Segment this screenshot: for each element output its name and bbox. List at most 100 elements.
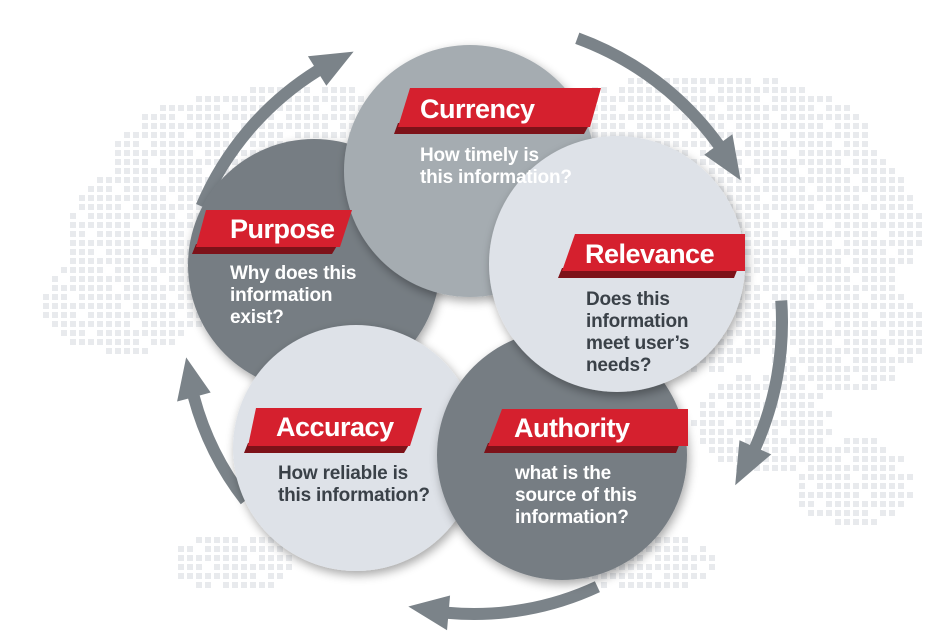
map-dot — [700, 573, 706, 579]
map-dot — [691, 87, 697, 93]
map-dot — [844, 339, 850, 345]
map-dot — [133, 276, 139, 282]
map-dot — [799, 420, 805, 426]
map-dot — [160, 213, 166, 219]
map-dot — [250, 564, 256, 570]
map-dot — [214, 105, 220, 111]
map-dot — [745, 213, 751, 219]
map-dot — [745, 96, 751, 102]
map-dot — [781, 150, 787, 156]
map-dot — [655, 582, 661, 588]
map-dot — [133, 312, 139, 318]
map-dot — [754, 312, 760, 318]
map-dot — [835, 267, 841, 273]
map-dot — [142, 276, 148, 282]
map-dot — [628, 78, 634, 84]
map-dot — [673, 141, 679, 147]
map-dot — [151, 312, 157, 318]
map-dot — [205, 105, 211, 111]
map-dot — [187, 564, 193, 570]
map-dot — [808, 357, 814, 363]
map-dot — [889, 240, 895, 246]
map-dot — [709, 105, 715, 111]
map-dot — [97, 258, 103, 264]
map-dot — [862, 330, 868, 336]
map-dot — [808, 132, 814, 138]
map-dot — [844, 285, 850, 291]
map-dot — [115, 150, 121, 156]
map-dot — [772, 240, 778, 246]
map-dot — [124, 267, 130, 273]
map-dot — [799, 177, 805, 183]
map-dot — [880, 492, 886, 498]
map-dot — [763, 384, 769, 390]
map-dot — [664, 123, 670, 129]
map-dot — [799, 438, 805, 444]
map-dot — [808, 240, 814, 246]
map-dot — [916, 330, 922, 336]
map-dot — [673, 564, 679, 570]
map-dot — [853, 240, 859, 246]
map-dot — [79, 240, 85, 246]
map-dot — [700, 132, 706, 138]
map-dot — [250, 141, 256, 147]
map-dot — [637, 573, 643, 579]
map-dot — [232, 114, 238, 120]
map-dot — [808, 258, 814, 264]
map-dot — [709, 447, 715, 453]
map-dot — [142, 258, 148, 264]
map-dot — [736, 195, 742, 201]
map-dot — [124, 132, 130, 138]
map-dot — [736, 186, 742, 192]
map-dot — [151, 240, 157, 246]
map-dot — [277, 132, 283, 138]
map-dot — [160, 294, 166, 300]
map-dot — [124, 294, 130, 300]
map-dot — [340, 123, 346, 129]
map-dot — [187, 195, 193, 201]
map-dot — [736, 132, 742, 138]
map-dot — [835, 321, 841, 327]
map-dot — [115, 294, 121, 300]
map-dot — [97, 186, 103, 192]
map-dot — [871, 447, 877, 453]
map-dot — [736, 78, 742, 84]
map-dot — [178, 285, 184, 291]
map-dot — [790, 384, 796, 390]
map-dot — [160, 258, 166, 264]
map-dot — [223, 537, 229, 543]
map-dot — [754, 285, 760, 291]
map-dot — [709, 555, 715, 561]
map-dot — [853, 483, 859, 489]
map-dot — [826, 258, 832, 264]
map-dot — [763, 258, 769, 264]
map-dot — [187, 105, 193, 111]
map-dot — [214, 123, 220, 129]
map-dot — [826, 267, 832, 273]
map-dot — [142, 114, 148, 120]
map-dot — [889, 186, 895, 192]
map-dot — [835, 105, 841, 111]
map-dot — [169, 159, 175, 165]
map-dot — [106, 321, 112, 327]
cycle-arrow-icon — [735, 300, 788, 486]
map-dot — [70, 258, 76, 264]
map-dot — [655, 105, 661, 111]
map-dot — [871, 195, 877, 201]
map-dot — [826, 429, 832, 435]
map-dot — [763, 312, 769, 318]
map-dot — [205, 114, 211, 120]
map-dot — [808, 168, 814, 174]
map-dot — [682, 123, 688, 129]
map-dot — [745, 393, 751, 399]
map-dot — [151, 330, 157, 336]
map-dot — [889, 267, 895, 273]
map-dot — [799, 150, 805, 156]
map-dot — [52, 303, 58, 309]
map-dot — [745, 168, 751, 174]
map-dot — [808, 501, 814, 507]
map-dot — [709, 348, 715, 354]
map-dot — [817, 411, 823, 417]
node-title: Relevance — [585, 239, 715, 269]
map-dot — [268, 87, 274, 93]
